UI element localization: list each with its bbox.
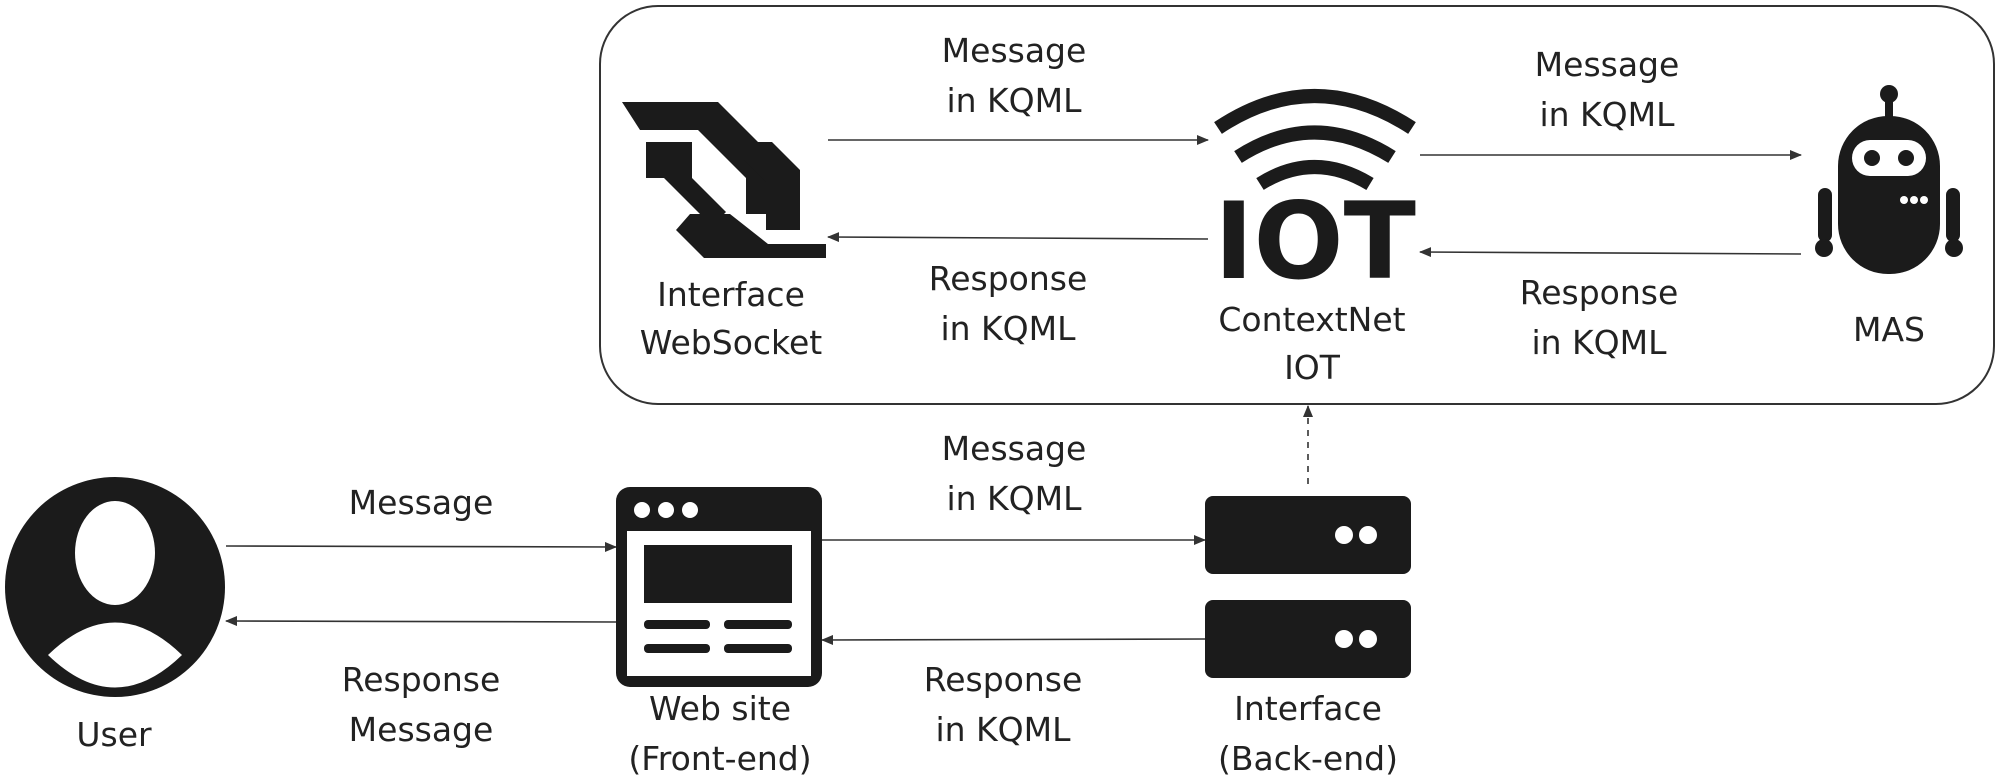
user-label: User <box>76 715 152 754</box>
mas-label: MAS <box>1853 310 1925 349</box>
robot-icon <box>1815 85 1963 274</box>
edge-user-to-web-line1: Message <box>349 483 494 522</box>
arrow-backend-to-web <box>821 634 1206 645</box>
user-icon <box>5 477 225 697</box>
arrow-web-to-user <box>225 616 617 627</box>
edge-iot-to-ws-line2: in KQML <box>940 309 1076 348</box>
website-label-line1: Web site <box>649 689 791 728</box>
iot-wifi-logo-icon <box>1214 89 1416 191</box>
arrow-iot-to-ws <box>827 232 1209 243</box>
edge-web-to-user-line1: Response <box>342 660 501 699</box>
websocket-label-line1: Interface <box>657 275 805 314</box>
edge-mas-to-iot-line1: Response <box>1520 273 1679 312</box>
backend-label-line2: (Back-end) <box>1218 739 1398 778</box>
browser-window-icon <box>616 487 822 687</box>
contextnet-label-line1: ContextNet <box>1218 300 1405 339</box>
arrow-user-to-web <box>225 541 617 552</box>
edge-backend-to-web-line2: in KQML <box>935 710 1071 749</box>
edge-web-to-backend-line2: in KQML <box>946 479 1082 518</box>
edge-iot-to-ws-line1: Response <box>929 259 1088 298</box>
iot-logo-text: IOT <box>1214 180 1416 303</box>
websocket-label-line2: WebSocket <box>640 323 822 362</box>
website-label-line2: (Front-end) <box>628 739 811 778</box>
edge-mas-to-iot-line2: in KQML <box>1531 323 1667 362</box>
edge-web-to-user-line2: Message <box>349 710 494 749</box>
edge-backend-to-web-line1: Response <box>924 660 1083 699</box>
edge-ws-to-iot-line2: in KQML <box>946 81 1082 120</box>
edge-ws-to-iot-line1: Message <box>942 31 1087 70</box>
iot-layer-container <box>599 5 1995 405</box>
backend-label-line1: Interface <box>1234 689 1382 728</box>
arrow-mas-to-iot <box>1419 247 1802 258</box>
edge-iot-to-mas-line2: in KQML <box>1539 95 1675 134</box>
edge-web-to-backend-line1: Message <box>942 429 1087 468</box>
server-icon <box>1205 496 1411 678</box>
contextnet-label-line2: IOT <box>1284 348 1341 387</box>
edge-iot-to-mas-line1: Message <box>1535 45 1680 84</box>
websocket-logo-icon <box>622 102 826 258</box>
